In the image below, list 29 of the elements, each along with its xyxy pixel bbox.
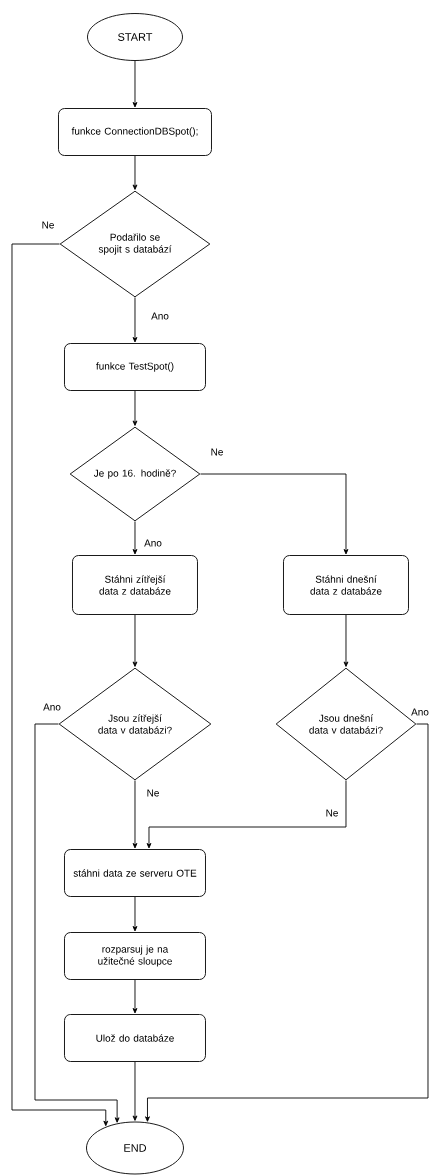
edge-label: Ne: [40, 220, 56, 230]
arrow: [146, 780, 347, 849]
process-box: Ulož do databáze: [64, 1014, 206, 1062]
process-box: stáhni data ze serveru OTE: [64, 849, 206, 897]
arrow: [132, 979, 138, 1014]
arrow: [34, 723, 120, 1123]
arrow: [132, 896, 138, 932]
edge-label: Ano: [143, 538, 163, 548]
arrow: [132, 614, 138, 667]
process-box: funkce ConnectionDBSpot();: [58, 108, 212, 156]
arrow: [132, 297, 138, 343]
arrow: [132, 155, 138, 190]
edge-label: Ne: [209, 447, 225, 457]
edge-label: Ne: [324, 808, 340, 818]
arrow: [11, 243, 109, 1127]
edge-label: Ne: [145, 788, 161, 798]
arrow: [132, 780, 138, 849]
edge-label: Ano: [150, 311, 170, 321]
process-box: Stáhni dnešní data z databáze: [283, 555, 409, 615]
arrow: [200, 473, 349, 555]
process-box: funkce TestSpot(): [64, 343, 206, 391]
arrow: [132, 521, 138, 555]
arrow: [132, 390, 138, 426]
arrow: [145, 723, 429, 1122]
process-box: rozparsuj je na užitečné sloupce: [64, 932, 206, 980]
arrow: [343, 614, 349, 667]
arrow: [132, 60, 138, 108]
process-box: Stáhni zítřejší data z databáze: [72, 555, 198, 615]
arrow: [132, 1061, 138, 1121]
